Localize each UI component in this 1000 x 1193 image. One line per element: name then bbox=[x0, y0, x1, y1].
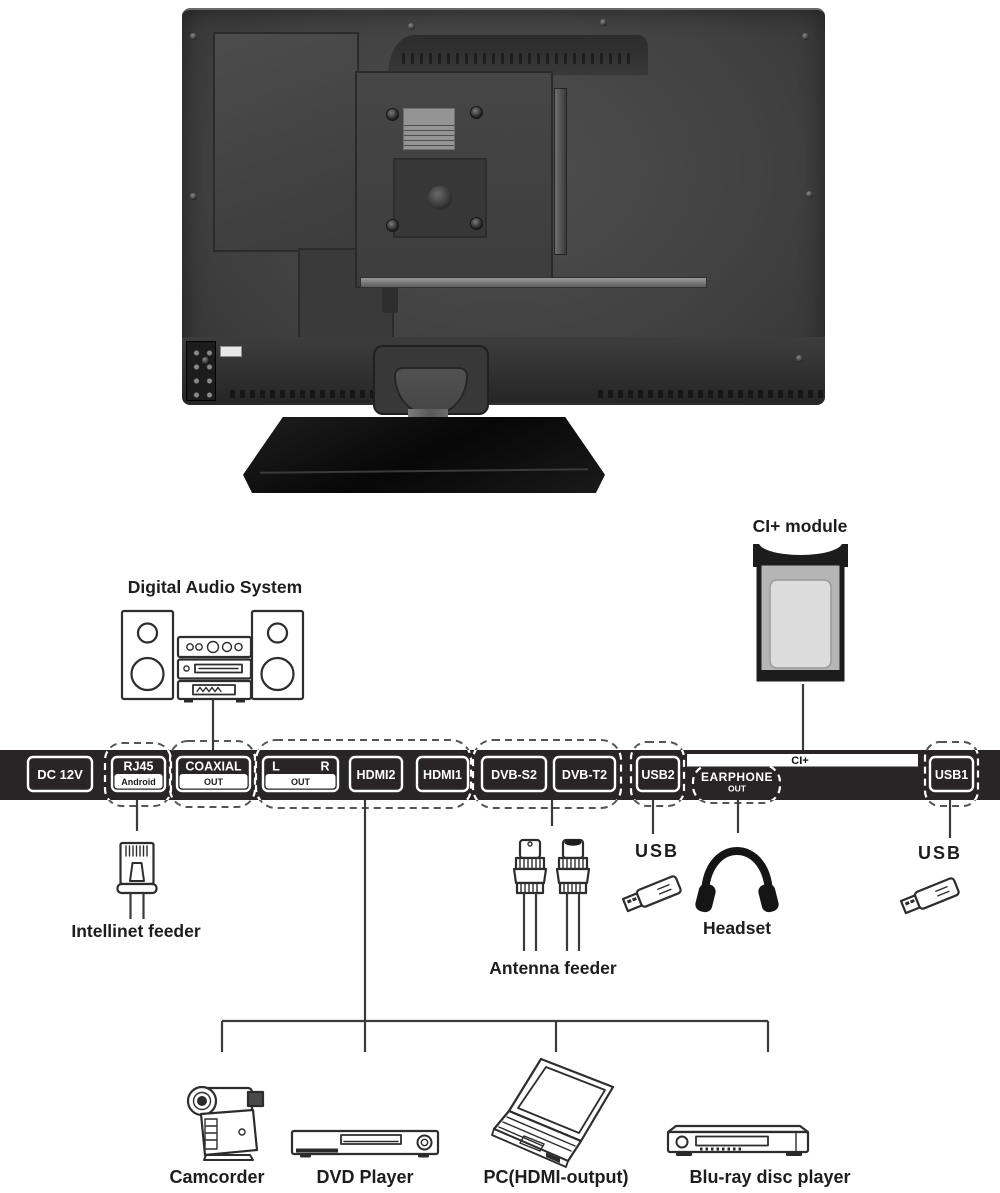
port-ci-label: CI+ bbox=[791, 755, 808, 767]
tv-left-panel bbox=[213, 32, 359, 252]
port-earphone: EARPHONE OUT bbox=[701, 770, 773, 794]
port-av-r-label: R bbox=[320, 760, 329, 774]
label-usb-right: USB bbox=[918, 843, 962, 863]
screw-icon bbox=[386, 108, 399, 121]
tv-vents bbox=[402, 53, 634, 64]
port-coaxial-label: COAXIAL bbox=[185, 760, 242, 774]
port-ci-slot: CI+ bbox=[687, 754, 918, 767]
port-av-l-label: L bbox=[272, 760, 280, 774]
tv-stand-bracket bbox=[373, 345, 489, 415]
port-coaxial: COAXIAL OUT bbox=[175, 755, 252, 793]
port-rj45: RJ45 Android bbox=[110, 755, 167, 793]
port-usb1: USB1 bbox=[928, 755, 975, 793]
port-av-out: L R OUT bbox=[261, 755, 340, 793]
port-dc12v-label: DC 12V bbox=[37, 767, 83, 782]
camcorder-icon bbox=[186, 1085, 265, 1161]
laptop-icon bbox=[491, 1057, 615, 1168]
port-boxes: DC 12V RJ45 Android COAXIAL OUT L R OUT bbox=[26, 754, 975, 794]
screw-icon bbox=[796, 355, 803, 362]
port-earphone-label: EARPHONE bbox=[701, 770, 773, 784]
usb-stick-icon bbox=[621, 875, 682, 913]
tv-back-image bbox=[170, 5, 830, 493]
label-camcorder: Camcorder bbox=[169, 1167, 264, 1187]
dvd-player-icon bbox=[290, 1129, 440, 1158]
port-dc12v: DC 12V bbox=[26, 755, 94, 793]
label-intellinet-feeder: Intellinet feeder bbox=[71, 921, 201, 941]
port-rj45-label: RJ45 bbox=[124, 760, 154, 774]
label-antenna-feeder: Antenna feeder bbox=[489, 958, 617, 978]
label-pc-hdmi-output: PC(HDMI-output) bbox=[484, 1167, 629, 1187]
screw-icon bbox=[386, 219, 399, 232]
screw-icon bbox=[802, 33, 809, 40]
screw-icon bbox=[190, 33, 197, 40]
label-usb-left: USB bbox=[635, 841, 679, 861]
screw-icon bbox=[600, 19, 607, 26]
screw-icon bbox=[806, 191, 813, 198]
port-usb2-label: USB2 bbox=[641, 768, 674, 782]
label-ci-module: CI+ module bbox=[753, 516, 848, 536]
ci-module-icon bbox=[753, 529, 848, 682]
rj45-plug-icon bbox=[116, 841, 158, 919]
screw-icon bbox=[190, 193, 197, 200]
port-hdmi2: HDMI2 bbox=[348, 755, 404, 793]
bluray-player-icon bbox=[666, 1124, 810, 1156]
tv-vent-strip-left bbox=[230, 390, 455, 398]
tv-side-connectors bbox=[186, 341, 216, 401]
antenna-connector-icon bbox=[555, 838, 591, 951]
headphones-icon bbox=[695, 847, 779, 913]
tv-side-slot bbox=[554, 88, 567, 255]
screw-icon bbox=[202, 357, 209, 364]
port-dvbt2: DVB-T2 bbox=[552, 755, 617, 793]
label-dvd-player: DVD Player bbox=[316, 1167, 413, 1187]
port-coaxial-sublabel: OUT bbox=[204, 777, 224, 787]
usb-stick-icon bbox=[899, 877, 960, 915]
port-hdmi1-label: HDMI1 bbox=[423, 768, 462, 782]
port-hdmi2-label: HDMI2 bbox=[357, 768, 396, 782]
label-headset: Headset bbox=[703, 918, 771, 938]
port-av-sublabel: OUT bbox=[291, 777, 311, 787]
tv-metal-bar bbox=[360, 277, 707, 288]
screw-icon bbox=[408, 23, 415, 30]
tv-vent-strip-right bbox=[598, 390, 823, 398]
tv-vesa-hole bbox=[428, 186, 452, 210]
port-rj45-sublabel: Android bbox=[121, 777, 156, 787]
port-usb1-label: USB1 bbox=[935, 768, 968, 782]
port-dvbt2-label: DVB-T2 bbox=[562, 768, 607, 782]
tv-stand-base bbox=[243, 417, 605, 493]
port-usb2: USB2 bbox=[635, 755, 681, 793]
screw-icon bbox=[470, 106, 483, 119]
connector-lines bbox=[135, 684, 952, 1052]
label-digital-audio-system: Digital Audio System bbox=[128, 577, 302, 597]
screw-icon bbox=[470, 217, 483, 230]
port-earphone-sublabel: OUT bbox=[728, 784, 747, 794]
tv-sticker bbox=[220, 346, 242, 357]
antenna-connector-icon bbox=[512, 838, 548, 951]
port-dvbs2: DVB-S2 bbox=[480, 755, 548, 793]
audio-system-icon bbox=[120, 609, 305, 703]
tv-warning-label bbox=[403, 108, 455, 150]
port-hdmi1: HDMI1 bbox=[415, 755, 470, 793]
label-bluray-player: Blu-ray disc player bbox=[689, 1167, 850, 1187]
port-dvbs2-label: DVB-S2 bbox=[491, 768, 537, 782]
